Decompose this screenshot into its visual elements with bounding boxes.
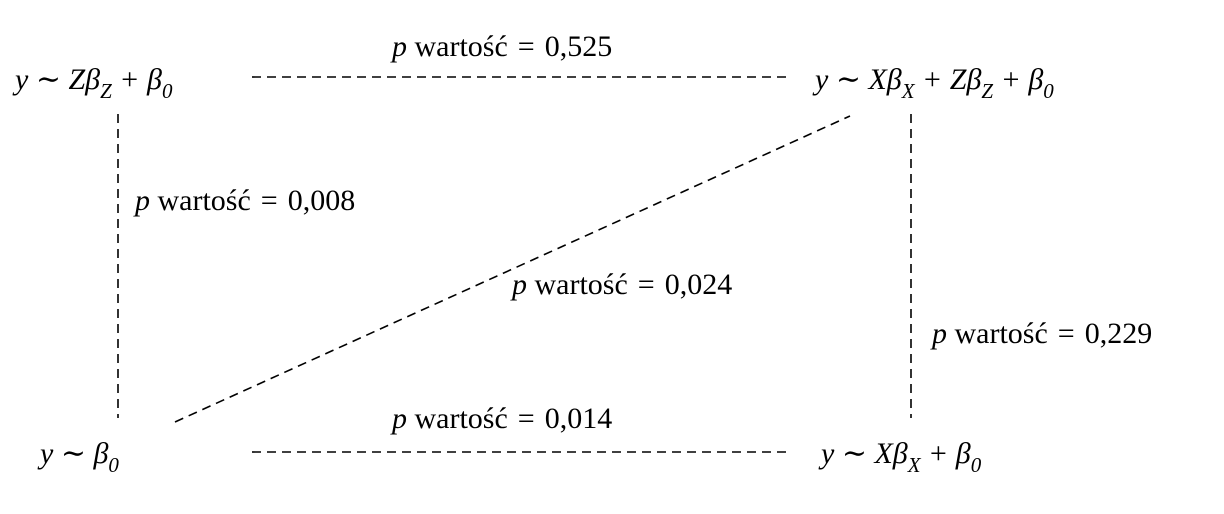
node-text: y ∼ Xβ — [815, 63, 902, 96]
edge-label-right: p wartość = 0,229 — [932, 317, 1152, 351]
p-value: 0,024 — [664, 268, 733, 301]
node-subscript: 0 — [1043, 79, 1054, 103]
p-symbol: p — [392, 402, 407, 435]
edge-label-diagonal: p wartość = 0,024 — [512, 268, 732, 302]
p-symbol: p — [392, 30, 407, 63]
node-subscript: Z — [981, 79, 994, 103]
node-text: y ∼ β — [40, 437, 109, 470]
edge-line-diagonal — [174, 115, 851, 423]
p-value: 0,008 — [287, 184, 356, 217]
model-node-x-z: y ∼ XβX + ZβZ + β0 — [815, 63, 1054, 103]
edge-label-text: wartość — [534, 268, 628, 301]
model-node-x: y ∼ XβX + β0 — [821, 437, 981, 477]
node-text: + β — [920, 437, 971, 470]
p-symbol: p — [135, 184, 150, 217]
node-text: + Zβ — [914, 63, 982, 96]
p-value: 0,525 — [544, 30, 613, 63]
p-symbol: p — [512, 268, 527, 301]
equals-sign: = — [1057, 317, 1075, 350]
equals-sign: = — [637, 268, 655, 301]
edge-label-text: wartość — [157, 184, 251, 217]
equals-sign: = — [517, 30, 535, 63]
edge-label-text: wartość — [954, 317, 1048, 350]
equals-sign: = — [260, 184, 278, 217]
edge-label-top: p wartość = 0,525 — [392, 30, 612, 64]
node-subscript: X — [907, 453, 921, 477]
edge-label-bottom: p wartość = 0,014 — [392, 402, 612, 436]
node-subscript: 0 — [970, 453, 982, 477]
edge-label-text: wartość — [414, 402, 508, 435]
node-subscript: Z — [100, 79, 112, 103]
p-symbol: p — [932, 317, 947, 350]
equals-sign: = — [517, 402, 535, 435]
model-node-intercept: y ∼ β0 — [40, 437, 119, 477]
edge-label-left: p wartość = 0,008 — [135, 184, 355, 218]
model-node-z: y ∼ ZβZ + β0 — [15, 63, 172, 103]
node-text: + β — [993, 63, 1044, 96]
node-subscript: 0 — [161, 79, 173, 103]
p-value: 0,229 — [1084, 317, 1153, 350]
node-subscript: 0 — [108, 453, 119, 477]
node-text: y ∼ Xβ — [821, 437, 908, 470]
p-value: 0,014 — [544, 402, 613, 435]
edge-label-text: wartość — [414, 30, 508, 63]
node-text: y ∼ Zβ — [15, 63, 101, 96]
node-text: + β — [111, 63, 162, 96]
node-subscript: X — [901, 79, 915, 103]
